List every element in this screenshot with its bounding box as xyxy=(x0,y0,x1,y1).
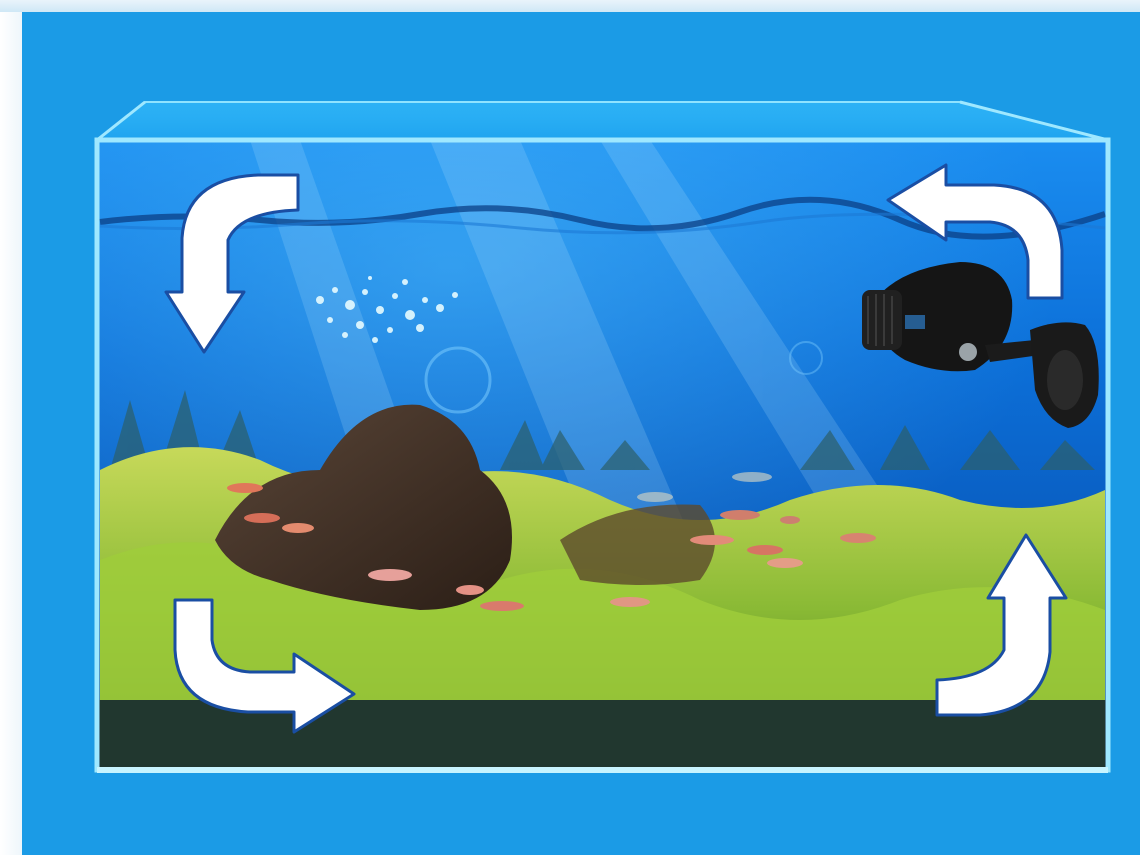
tank-top-glass xyxy=(97,102,1108,140)
